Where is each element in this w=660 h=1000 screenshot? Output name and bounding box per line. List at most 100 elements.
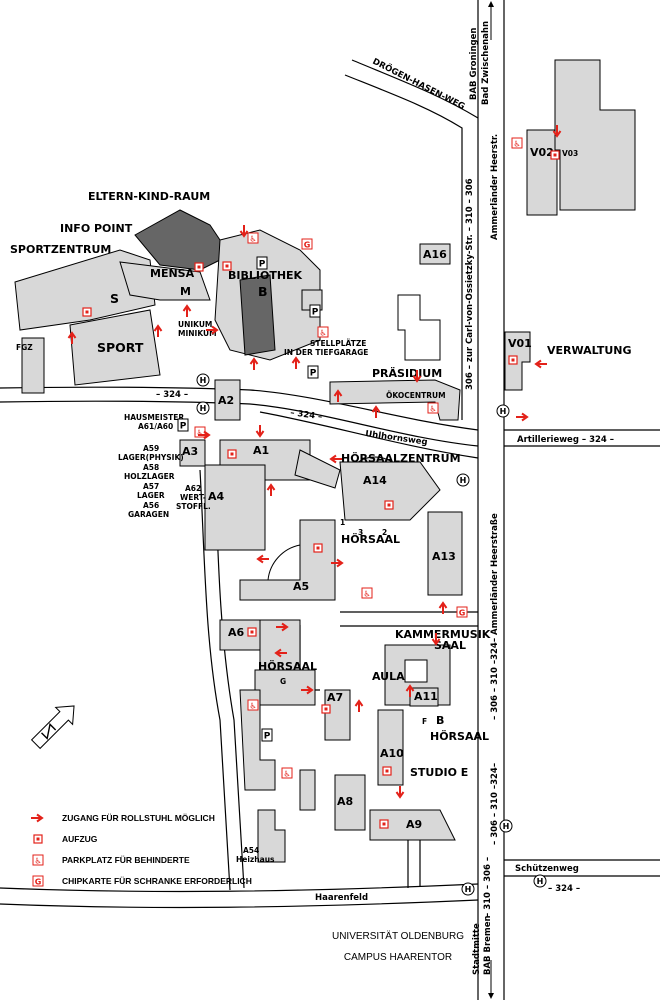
label-hoersaal-3: HÖRSAAL <box>430 729 489 743</box>
road-324-a: – 324 – <box>156 390 188 400</box>
label-info-point: INFO POINT <box>60 222 133 235</box>
label-a6: A6 <box>228 626 245 639</box>
elevator-icon <box>194 262 204 272</box>
label-a62-desc2: STOFFL. <box>176 502 211 511</box>
label-a57-desc: LAGER <box>137 491 165 500</box>
building-labels: V02 V03 V01 A16 A1 A2 A3 A4 A5 A6 A7 A8 … <box>182 146 578 831</box>
label-a5: A5 <box>293 580 309 593</box>
buildings <box>14 59 636 863</box>
label-a62: A62 <box>185 484 201 493</box>
elevator-icon <box>321 704 331 714</box>
label-sportzentrum: SPORTZENTRUM <box>10 243 111 256</box>
legend-item: PARKPLATZ FÜR BEHINDERTE <box>32 854 190 866</box>
label-a8: A8 <box>337 795 353 808</box>
wheelchair-arrow-icon <box>30 813 43 823</box>
building-sportzentrum <box>14 249 156 331</box>
label-v01: V01 <box>508 337 532 350</box>
road-bab-bremen: BAB Bremen <box>483 915 493 975</box>
elevator-icon <box>313 543 323 553</box>
road-ammerlaender-mid: – 306 – 310 –324– Ammerländer Heerstraße <box>490 513 500 720</box>
road-droegen: DRÖGEN-HASEN-WEG <box>371 56 467 112</box>
elevator-icon <box>508 355 518 365</box>
wheelchair-arrow-icon <box>249 358 259 371</box>
label-a11: A11 <box>414 690 438 703</box>
svg-text:CHIPKARTE FÜR SCHRANKE ERFORDE: CHIPKARTE FÜR SCHRANKE ERFORDERLICH <box>62 876 252 886</box>
label-bibliothek: BIBLIOTHEK <box>228 269 303 282</box>
parking-icon <box>177 418 189 432</box>
label-fgz: FGZ <box>16 343 33 352</box>
label-g: G <box>280 677 286 686</box>
label-a13: A13 <box>432 550 456 563</box>
label-m: M <box>180 285 191 298</box>
campus-title-line2: CAMPUS HAARENTOR <box>344 952 452 963</box>
elevator-icon <box>33 834 43 844</box>
building-a16 <box>419 243 451 265</box>
building-mensa <box>119 261 211 301</box>
label-mensa: MENSA <box>150 267 195 280</box>
bus-stop-icon <box>499 819 513 833</box>
label-a1: A1 <box>253 444 269 457</box>
building-fgz <box>21 337 45 394</box>
label-stellplaetze2: IN DER TIEFGARAGE <box>284 348 368 357</box>
label-b: B <box>258 284 268 299</box>
label-a4: A4 <box>208 490 225 503</box>
label-hs-1: 1 <box>340 518 345 527</box>
label-a58: A58 <box>143 463 159 472</box>
building-parking-west <box>239 689 276 791</box>
road-ossietzky: 306 – zur Carl-von-Ossietzky-Str. – 310 … <box>465 178 475 390</box>
wheelchair-arrow-icon <box>266 484 276 497</box>
building-a8 <box>334 774 366 831</box>
legend-item: AUFZUG <box>33 834 98 844</box>
road-artillerieweg: Artillerieweg – 324 – <box>517 435 614 445</box>
label-s: S <box>110 291 119 306</box>
label-v03: V03 <box>562 149 578 158</box>
label-a9: A9 <box>406 818 422 831</box>
building-v03 <box>554 59 636 211</box>
road-stadtmitte: Stadtmitte <box>472 923 482 975</box>
wheelchair-arrow-icon <box>291 357 301 370</box>
label-a16: A16 <box>423 248 447 261</box>
area-labels: ELTERN-KIND-RAUM INFO POINT SPORTZENTRUM… <box>10 190 632 864</box>
label-eltern-kind-raum: ELTERN-KIND-RAUM <box>88 190 210 203</box>
label-stellplaetze1: STELLPLÄTZE <box>310 339 366 348</box>
label-hoersaal-1: HÖRSAAL <box>341 532 400 546</box>
building-a7 <box>324 689 351 741</box>
elevator-icon <box>379 819 389 829</box>
building-a9 <box>369 809 456 841</box>
wheelchair-arrow-icon <box>371 406 381 419</box>
label-hausmeister-code: A61/A60 <box>138 422 173 431</box>
building-a13 <box>427 511 463 596</box>
chipcard-icon <box>301 238 313 250</box>
label-f: F <box>422 717 427 726</box>
label-studio: STUDIO E <box>410 766 468 779</box>
road-324-b: – 324 – <box>290 408 323 422</box>
label-hs-2: 2 <box>382 528 387 537</box>
legend: ZUGANG FÜR ROLLSTUHL MÖGLICH AUFZUG PARK… <box>30 813 252 887</box>
label-a2: A2 <box>218 394 234 407</box>
label-a62-desc1: WERT- <box>180 493 206 502</box>
bus-stop-icon <box>456 473 470 487</box>
label-a59: A59 <box>143 444 159 453</box>
bus-stop-icon <box>496 404 510 418</box>
label-verwaltung: VERWALTUNG <box>547 344 632 357</box>
label-a57: A57 <box>143 482 159 491</box>
road-ammerlaender-low: – 306 – 310 –324– <box>490 763 500 845</box>
label-hs-b: B <box>436 714 444 727</box>
road-ammerlaender-top: Ammerländer Heerstr. <box>490 134 500 240</box>
building-b-hatched <box>239 274 276 356</box>
label-a58-desc: HOLZLAGER <box>124 472 175 481</box>
building-sport <box>69 309 161 386</box>
label-a10: A10 <box>380 747 404 760</box>
wheelchair-arrow-icon <box>182 305 192 318</box>
elevator-icon <box>247 627 257 637</box>
parking-icon <box>256 256 268 270</box>
disabled-parking-icon <box>317 326 329 338</box>
label-praesidium: PRÄSIDIUM <box>372 366 442 380</box>
disabled-parking-icon <box>247 232 259 244</box>
disabled-parking-icon <box>281 767 293 779</box>
elevator-icon <box>222 261 232 271</box>
road-schuetzenweg: Schützenweg <box>515 864 579 874</box>
svg-text:PARKPLATZ FÜR BEHINDERTE: PARKPLATZ FÜR BEHINDERTE <box>62 855 190 865</box>
label-minikum: MINIKUM <box>178 329 217 338</box>
